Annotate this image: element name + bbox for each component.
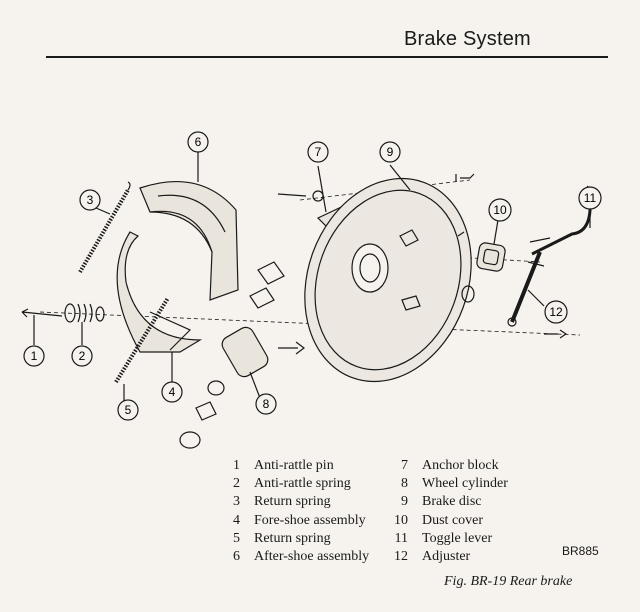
callout-3: 3 (79, 189, 101, 211)
callout-6: 6 (187, 131, 209, 153)
adjuster-part (507, 237, 551, 327)
fore-shoe-assembly-part (116, 231, 203, 384)
svg-text:2: 2 (79, 349, 86, 363)
figure-code: BR885 (562, 544, 599, 558)
bolt-top-part (455, 173, 475, 182)
callout-9: 9 (379, 141, 401, 163)
legend-item: 2 Anti-rattle spring (222, 475, 369, 493)
legend-item: 9 Brake disc (392, 493, 508, 511)
callout-11: 11 (578, 186, 602, 210)
after-shoe-assembly-part (139, 150, 239, 301)
legend-label: Return spring (254, 530, 331, 546)
svg-text:1: 1 (31, 349, 38, 363)
anti-rattle-pin-part (21, 308, 63, 345)
legend-num: 3 (233, 494, 240, 510)
svg-text:10: 10 (493, 203, 507, 217)
svg-text:7: 7 (315, 145, 322, 159)
svg-text:3: 3 (87, 193, 94, 207)
legend-item: 8 Wheel cylinder (392, 475, 508, 493)
callout-7: 7 (307, 141, 329, 163)
legend-label: Dust cover (422, 512, 484, 528)
figure-caption: Fig. BR-19 Rear brake (444, 574, 573, 589)
legend-item: 5 Return spring (222, 530, 369, 548)
legend-item: 7 Anchor block (392, 457, 508, 475)
bolt-right-part (544, 329, 568, 339)
legend-num: 12 (394, 549, 408, 565)
legend-label: Anti-rattle pin (254, 458, 334, 473)
rear-brake-diagram: 1 2 3 4 5 6 7 8 9 10 11 12 (21, 131, 602, 449)
legend-item: 4 Fore-shoe assembly (222, 512, 369, 530)
legend-num: 8 (401, 476, 408, 492)
legend-label: After-shoe assembly (254, 549, 370, 565)
callout-12: 12 (544, 300, 568, 324)
legend-label: Anchor block (422, 458, 499, 473)
legend-label: Wheel cylinder (422, 476, 508, 492)
legend-label: Adjuster (422, 549, 471, 565)
legend-num: 5 (233, 530, 240, 546)
callout-5: 5 (117, 399, 139, 421)
callout-8: 8 (255, 393, 277, 415)
legend-item: 1 Anti-rattle pin (222, 457, 369, 475)
legend-num: 11 (394, 530, 408, 546)
legend-item: 12 Adjuster (392, 548, 508, 566)
legend-num: 9 (401, 494, 408, 510)
svg-text:12: 12 (549, 305, 563, 319)
svg-text:9: 9 (387, 145, 394, 159)
clip-part (457, 231, 465, 237)
return-spring-lower-part (114, 296, 170, 402)
legend-item: 11 Toggle lever (392, 530, 508, 548)
dust-cover-part (461, 219, 506, 303)
legend-label: Return spring (254, 494, 331, 510)
header-rule (46, 56, 608, 58)
brake-disc-part (304, 164, 472, 383)
page-title: Brake System (404, 28, 531, 50)
legend-item: 3 Return spring (222, 493, 369, 511)
legend-item: 6 After-shoe assembly (222, 548, 369, 566)
svg-text:11: 11 (584, 191, 597, 205)
legend-num: 2 (233, 476, 240, 492)
svg-text:4: 4 (169, 385, 176, 399)
callout-2: 2 (71, 345, 93, 367)
legend-label: Anti-rattle spring (254, 476, 351, 492)
legend-item: 10 Dust cover (392, 512, 508, 530)
legend-right: 7 Anchor block 8 Wheel cylinder 9 Brake dis… (392, 457, 508, 566)
legend-num: 7 (401, 458, 408, 473)
anti-rattle-spring-part (64, 303, 105, 345)
legend-label: Fore-shoe assembly (254, 512, 366, 528)
svg-text:6: 6 (195, 135, 202, 149)
svg-text:5: 5 (125, 403, 132, 417)
callout-1: 1 (23, 345, 45, 367)
return-spring-upper-part (78, 181, 131, 274)
legend-num: 6 (233, 549, 240, 565)
legend-num: 4 (233, 512, 240, 528)
callout-10: 10 (488, 198, 512, 222)
legend-num: 10 (394, 512, 408, 528)
legend-label: Toggle lever (422, 530, 493, 546)
legend-num: 1 (233, 458, 240, 473)
callout-4: 4 (161, 381, 183, 403)
legend-label: Brake disc (422, 494, 482, 510)
svg-text:8: 8 (263, 397, 270, 411)
wheel-cylinder-part (179, 261, 305, 449)
